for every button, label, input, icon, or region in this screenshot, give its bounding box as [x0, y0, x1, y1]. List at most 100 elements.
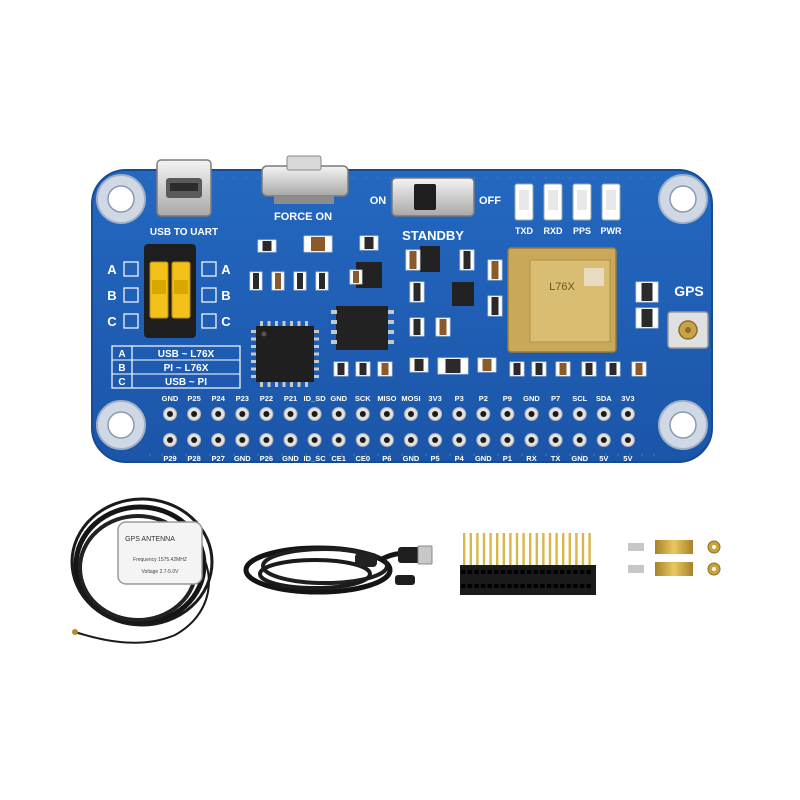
smd-part [271, 271, 285, 291]
gpio-bottom-label: 5V [599, 454, 608, 463]
mode-table-key: B [118, 363, 125, 374]
gpio-bottom-label: GND [475, 454, 492, 463]
smd-part [409, 281, 425, 303]
smd-part [531, 361, 547, 377]
antenna-voltage: Voltage 2.7-5.0V [142, 569, 180, 575]
gpio-bottom-label: ID_SC [304, 454, 327, 463]
usb-cable [243, 545, 433, 595]
gpio-bottom-label: RX [526, 454, 536, 463]
led-label: TXD [515, 226, 534, 236]
smd-part [555, 361, 571, 377]
regulator-chip [336, 306, 388, 350]
smd-part [635, 307, 659, 329]
gpio-top-label: P3 [455, 394, 464, 403]
led-label: PPS [573, 226, 591, 236]
gpio-bottom-label: 5V [623, 454, 632, 463]
gpio-top-label: P21 [284, 394, 297, 403]
smd-part [249, 271, 263, 291]
gpio-top-label: MISO [377, 394, 396, 403]
gpio-header-holes [163, 407, 635, 447]
smd-part [459, 249, 475, 271]
ufl-antenna-connector[interactable] [667, 311, 709, 349]
switch-on-label: ON [370, 195, 387, 207]
switch-off-label: OFF [479, 195, 501, 207]
smd-part [257, 239, 277, 253]
led-label: PWR [601, 226, 622, 236]
smd-part [487, 295, 503, 317]
mounting-hole-top-left [96, 174, 146, 224]
gpio-bottom-label: GND [571, 454, 588, 463]
gpio-top-label: 3V3 [428, 394, 441, 403]
switch-row-left: A [107, 262, 117, 277]
led-pwr [601, 183, 621, 221]
gpio-top-label: GND [162, 394, 179, 403]
switch-row-right: A [221, 262, 231, 277]
gps-label: GPS [674, 283, 704, 299]
smd-part [581, 361, 597, 377]
gpio-top-label: 3V3 [621, 394, 634, 403]
gpio-top-label: P25 [187, 394, 200, 403]
mode-table-value: USB ~ L76X [158, 349, 215, 360]
mounting-hole-bottom-right [658, 400, 708, 450]
gpio-top-label: P23 [236, 394, 249, 403]
gpio-top-label: P24 [212, 394, 226, 403]
force-on-button[interactable] [261, 155, 349, 204]
gpio-top-label: P7 [551, 394, 560, 403]
smd-part [349, 269, 363, 285]
smd-part [355, 361, 371, 377]
force-on-label: FORCE ON [274, 211, 332, 223]
smd-part [605, 361, 621, 377]
status-leds: TXD RXD PPS PWR [514, 183, 622, 236]
standby-label: STANDBY [402, 228, 464, 243]
gpio-top-label: P9 [503, 394, 512, 403]
smd-part [437, 357, 469, 375]
smd-part [409, 317, 425, 337]
stacking-header [460, 533, 596, 595]
gpio-top-label: MOSI [401, 394, 420, 403]
smd-part [315, 271, 329, 291]
smd-part [631, 361, 647, 377]
smd-part [509, 361, 525, 377]
usb-to-uart-label: USB TO UART [150, 227, 218, 238]
mounting-hole-bottom-left [96, 400, 146, 450]
l76x-gps-module: L76X [507, 247, 617, 353]
smd-part [409, 357, 429, 373]
uart-mode-switch[interactable] [144, 244, 196, 338]
gpio-bottom-label: P4 [455, 454, 465, 463]
smd-part [405, 249, 421, 271]
gpio-bottom-label: P26 [260, 454, 273, 463]
antenna-title: GPS ANTENNA [125, 536, 175, 543]
mounting-hole-top-right [658, 174, 708, 224]
smd-part [635, 281, 659, 303]
gps-hat-board: USB TO UART FORCE ON ON OFF STANDBY TXD R… [91, 155, 713, 463]
gps-antenna: GPS ANTENNA Frequency 1575.42MHZ Voltage… [70, 497, 214, 644]
standoffs-and-screws [628, 540, 721, 576]
gpio-bottom-label: GND [234, 454, 251, 463]
mode-table-value: USB ~ PI [165, 377, 207, 388]
mode-table-value: PI ~ L76X [164, 363, 209, 374]
switch-row-right: C [221, 314, 231, 329]
smd-part [359, 235, 379, 251]
switch-row-right: B [221, 288, 230, 303]
standby-slide-switch[interactable] [391, 177, 475, 217]
led-label: RXD [543, 226, 563, 236]
micro-usb-connector[interactable] [156, 159, 212, 217]
gpio-top-label: GND [523, 394, 540, 403]
gpio-top-label: SCK [355, 394, 371, 403]
gpio-top-label: P22 [260, 394, 273, 403]
gpio-bottom-label: P6 [382, 454, 391, 463]
smd-part [293, 271, 307, 291]
mode-table-key: C [118, 377, 125, 388]
gpio-bottom-label: P1 [503, 454, 512, 463]
usb-uart-chip [256, 326, 314, 382]
gpio-bottom-label: GND [403, 454, 420, 463]
smd-part [435, 317, 451, 337]
gpio-bottom-label: P5 [431, 454, 440, 463]
led-rxd [543, 183, 563, 221]
switch-row-left: B [107, 288, 116, 303]
